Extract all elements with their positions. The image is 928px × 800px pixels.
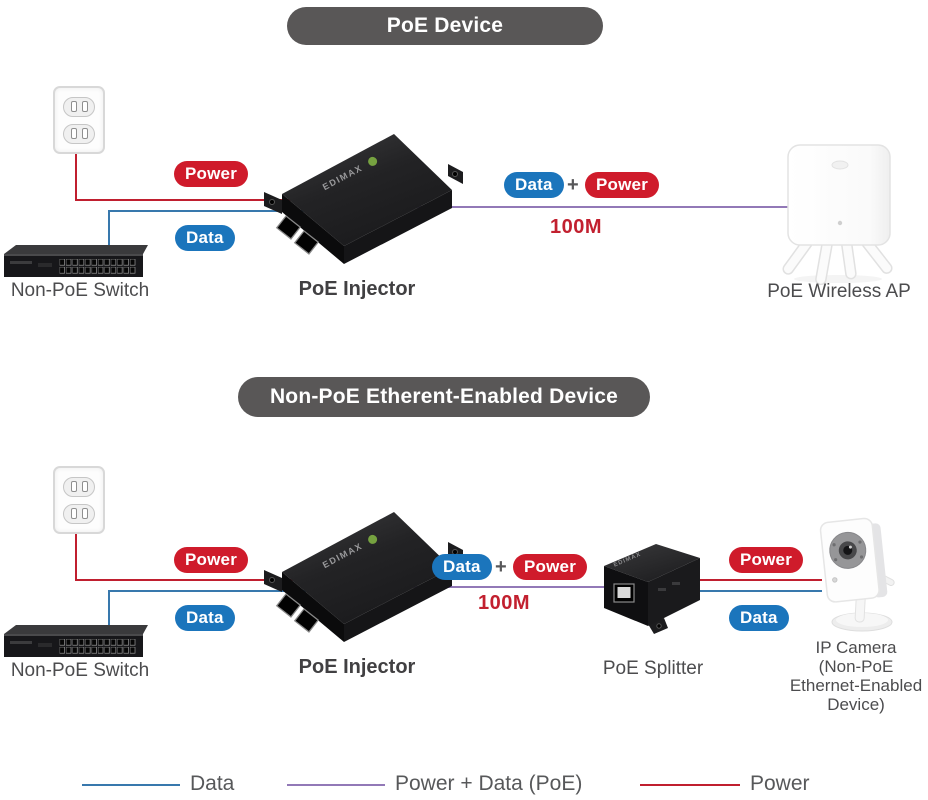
ap-label: PoE Wireless AP [767,281,911,302]
combined-data-pill-2: Data [432,554,492,580]
brand-pro-dot [368,534,378,544]
combined-power-pill-2: Power [513,554,588,580]
camera-label: IP Camera (Non-PoE Ethernet-Enabled Devi… [784,638,928,714]
switch-label: Non-PoE Switch [10,280,150,301]
data-line-switch-to-injector-vertical [108,211,110,248]
power-line-outlet-to-injector-vertical-2 [75,528,77,581]
poe-line-injector-to-splitter [395,586,607,588]
section-2-title-pill: Non-PoE Etherent-Enabled Device [238,377,650,417]
plus-sign-2: + [495,556,507,578]
switch-label-2: Non-PoE Switch [10,660,150,681]
socket-bottom [63,123,95,144]
socket-bottom [63,503,95,524]
data-line-splitter-to-camera [698,590,822,592]
brand-pro-dot [368,156,378,166]
camera-lens [829,531,867,569]
socket-top [63,96,95,117]
injector-label: PoE Injector [298,278,416,300]
data-label-pill-2: Data [175,605,235,631]
poe-injector-icon: EDIMAX [264,134,463,264]
legend-power-label: Power [750,772,810,795]
section-1-title-pill: PoE Device [287,7,603,45]
legend-poe-label: Power + Data (PoE) [395,772,583,795]
legend-poe-line [287,784,385,786]
power-line-outlet-to-injector-vertical [75,148,77,201]
rj45-port [275,593,302,618]
splitter-label: PoE Splitter [602,658,704,679]
camera-label-line-4: Device) [827,695,885,714]
power-label-pill: Power [174,161,249,187]
power-outlet-icon [53,86,105,154]
data-line-switch-to-injector-2 [108,590,308,592]
power-line-splitter-to-camera [698,579,822,581]
rj45-port [293,230,320,255]
legend-data-line [82,784,180,786]
plus-sign: + [567,174,579,196]
camera-label-line-2: (Non-PoE [818,657,894,676]
rj45-port [613,583,635,603]
rj45-port [275,215,302,240]
split-data-pill: Data [729,605,789,631]
poe-splitter-icon: EDIMAX [604,544,700,634]
network-switch-icon-2 [4,625,148,657]
data-line-switch-to-injector-vertical-2 [108,591,110,628]
socket-top [63,476,95,497]
ip-camera-icon [819,517,895,632]
distance-label: 100M [549,216,603,238]
legend-power-line [640,784,740,786]
antennas [782,237,893,285]
power-label-pill-2: Power [174,547,249,573]
poe-line-injector-to-ap [395,206,803,208]
combined-data-pill: Data [504,172,564,198]
distance-label-2: 100M [477,592,531,614]
rj45-port [293,608,320,633]
ap-logo [831,160,849,170]
data-label-pill: Data [175,225,235,251]
data-line-switch-to-injector [108,210,308,212]
legend-data-label: Data [190,772,235,795]
wireless-ap-icon [782,144,893,285]
injector-label-2: PoE Injector [298,656,416,678]
power-line-outlet-to-injector [75,199,315,201]
power-outlet-icon-2 [53,466,105,534]
split-power-pill: Power [729,547,804,573]
camera-label-line-3: Ethernet-Enabled [789,676,923,695]
power-line-outlet-to-injector-2 [75,579,315,581]
network-switch-icon [4,245,148,277]
combined-power-pill: Power [585,172,660,198]
poe-injector-icon-2: EDIMAX [264,512,463,642]
camera-label-line-1: IP Camera [815,638,897,657]
